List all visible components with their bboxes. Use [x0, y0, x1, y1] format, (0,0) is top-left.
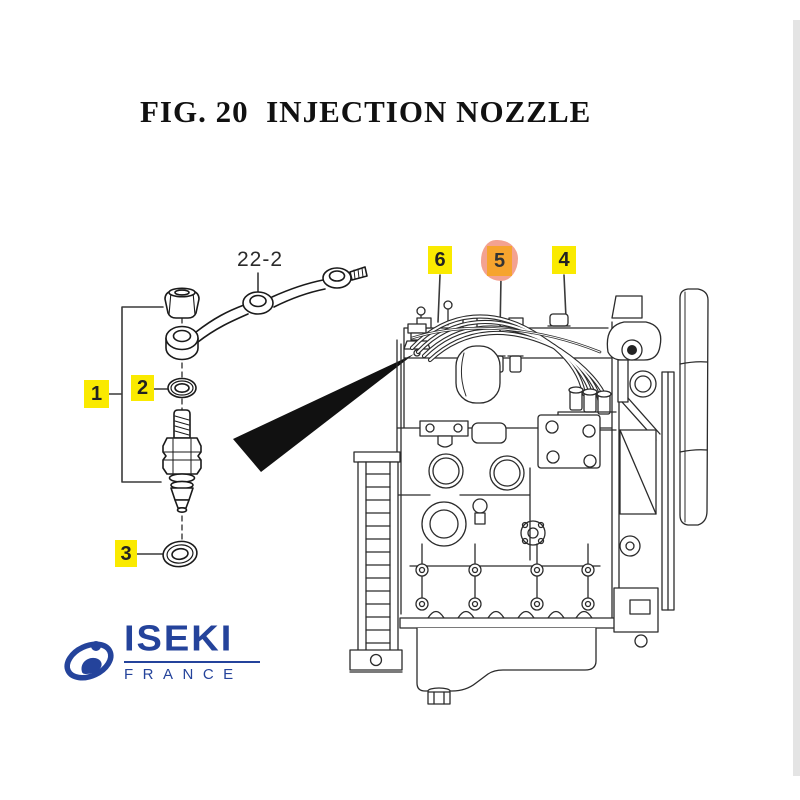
iseki-wordmark: ISEKI: [124, 619, 234, 659]
exhaust-and-bell-housing: [606, 295, 675, 648]
figure-title: FIG. 20 INJECTION NOZZLE: [140, 94, 592, 129]
part-callout-1: 1: [84, 380, 109, 408]
part-callout-5: 5: [487, 245, 512, 276]
injection-pipes: [409, 314, 611, 409]
part-callout-4: 4: [552, 246, 576, 274]
part-callout-6: 6: [428, 246, 452, 274]
front-mount-frame: [349, 451, 403, 673]
engine-illustration: [349, 288, 709, 705]
oil-pan: [416, 627, 597, 705]
washer-3: [162, 540, 198, 568]
part-callout-3: 3: [115, 540, 137, 567]
logo-divider: [124, 661, 260, 663]
sub-assembly-label: 22-2: [236, 248, 284, 271]
iseki-logo-mark-icon: [64, 641, 114, 681]
pointer-arrow: [233, 354, 414, 472]
brand-logo: ISEKI FRANCE: [62, 620, 260, 686]
banjo-fitting: [165, 325, 199, 361]
france-wordmark: FRANCE: [124, 666, 243, 683]
flywheel: [679, 288, 709, 526]
part-callout-5-marker-highlight: 5: [481, 240, 518, 281]
cap-nut: [164, 287, 200, 319]
exploded-nozzle-view: [162, 266, 368, 568]
nozzle-holder: [162, 409, 202, 513]
scan-edge-strip: [793, 20, 800, 776]
part-callout-2: 2: [131, 375, 154, 401]
washer-2: [167, 377, 197, 399]
leak-off-pipe-assembly: [195, 266, 368, 343]
